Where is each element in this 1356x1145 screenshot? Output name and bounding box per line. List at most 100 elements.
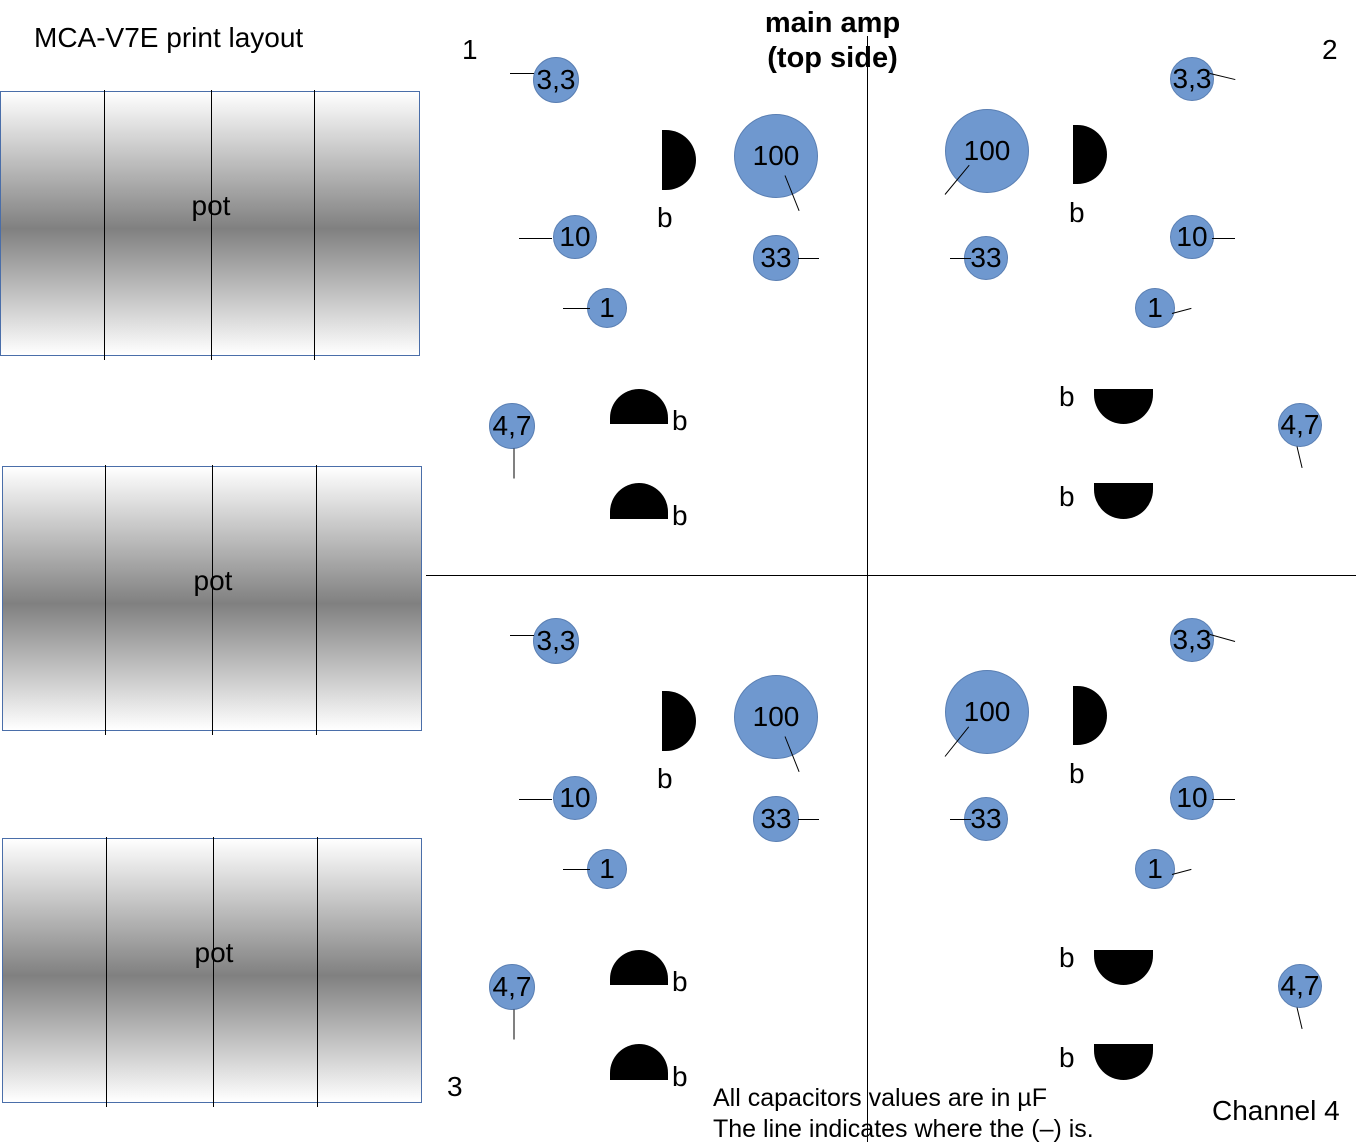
capacitor-value: 100 <box>963 696 1011 727</box>
pot-divider <box>317 837 318 1107</box>
channel-4-label: Channel 4 <box>1212 1095 1340 1126</box>
capacitor: 100 <box>734 675 818 759</box>
bridge-label: b <box>1059 1042 1075 1073</box>
capacitor-value: 33 <box>760 803 792 834</box>
bridge-label: b <box>1059 481 1075 512</box>
capacitor-note: All capacitors values are in µF The line… <box>713 1083 1094 1145</box>
vertical-axis <box>867 36 868 1142</box>
capacitor: 4,7 <box>1278 403 1322 447</box>
note-line-2: The line indicates where the (–) is. <box>713 1115 1094 1143</box>
capacitor-value: 3,3 <box>1172 624 1212 655</box>
channel-3-label: 3 <box>447 1071 463 1102</box>
bridge-label: b <box>657 202 673 233</box>
pot-2: pot <box>2 465 422 735</box>
polarity-mark <box>513 448 515 479</box>
bridge-label: b <box>1069 197 1085 228</box>
capacitor-value: 3,3 <box>536 625 576 656</box>
bridge-label: b <box>672 405 688 436</box>
polarity-mark <box>1212 238 1235 239</box>
polarity-mark <box>950 819 971 820</box>
pot-divider <box>314 90 315 360</box>
polarity-mark <box>1296 446 1303 468</box>
pot-divider <box>316 465 317 735</box>
capacitor: 100 <box>945 670 1029 754</box>
capacitor: 3,3 <box>533 618 579 664</box>
capacitor-value: 10 <box>1176 221 1208 252</box>
polarity-mark <box>563 869 590 870</box>
capacitor-value: 4,7 <box>492 971 532 1002</box>
bridge-pad <box>610 483 668 519</box>
capacitor: 33 <box>964 236 1008 280</box>
bridge-pad <box>1073 125 1107 184</box>
bridge-pad <box>1094 483 1153 519</box>
capacitor: 1 <box>1135 288 1175 328</box>
capacitor: 1 <box>1135 849 1175 889</box>
channel-1-label: 1 <box>462 34 478 65</box>
capacitor-value: 1 <box>1147 292 1163 323</box>
bridge-pad <box>1073 686 1107 745</box>
bridge-pad <box>610 389 668 424</box>
pot-1: pot <box>0 90 420 360</box>
capacitor-value: 1 <box>1147 853 1163 884</box>
bridge-pad <box>1094 1044 1153 1080</box>
pot-label: pot <box>194 937 234 968</box>
capacitor: 1 <box>587 849 627 889</box>
polarity-mark <box>519 238 552 239</box>
polarity-mark <box>798 258 819 259</box>
channel-2-label: 2 <box>1322 34 1338 65</box>
capacitor-value: 1 <box>599 853 615 884</box>
pot-divider <box>104 90 105 360</box>
pot-label: pot <box>193 565 233 596</box>
polarity-mark <box>510 635 534 636</box>
pot-3: pot <box>2 837 422 1107</box>
capacitor-value: 3,3 <box>536 64 576 95</box>
capacitor: 3,3 <box>1170 57 1214 101</box>
bridge-pad <box>662 691 696 751</box>
capacitor-value: 1 <box>599 292 615 323</box>
bridge-label: b <box>1059 942 1075 973</box>
bridge-label: b <box>1059 381 1075 412</box>
note-line-1: All capacitors values are in µF <box>713 1084 1047 1112</box>
capacitor-value: 100 <box>752 140 800 171</box>
polarity-mark <box>563 308 590 309</box>
pot-label: pot <box>191 190 231 221</box>
capacitor: 1 <box>587 288 627 328</box>
pot-divider <box>212 465 213 735</box>
bridge-pad <box>1094 950 1153 985</box>
polarity-mark <box>1212 799 1235 800</box>
capacitor: 4,7 <box>1278 964 1322 1008</box>
bridge-pad <box>610 1044 668 1080</box>
capacitor: 3,3 <box>1170 618 1214 662</box>
capacitor: 33 <box>753 235 799 281</box>
capacitor: 100 <box>734 114 818 198</box>
capacitor-value: 10 <box>1176 782 1208 813</box>
capacitor: 10 <box>1170 776 1214 820</box>
capacitor: 4,7 <box>489 964 535 1010</box>
capacitor-value: 4,7 <box>492 410 532 441</box>
capacitor: 10 <box>1170 215 1214 259</box>
capacitor-value: 100 <box>752 701 800 732</box>
pot-divider <box>213 837 214 1107</box>
capacitor-value: 4,7 <box>1280 409 1320 440</box>
bridge-label: b <box>1069 758 1085 789</box>
capacitor: 3,3 <box>533 57 579 103</box>
capacitor-value: 33 <box>970 803 1002 834</box>
capacitor: 33 <box>753 796 799 842</box>
polarity-mark <box>519 799 552 800</box>
capacitor: 4,7 <box>489 403 535 449</box>
polarity-mark <box>798 819 819 820</box>
bridge-label: b <box>657 763 673 794</box>
pot-divider <box>211 90 212 360</box>
polarity-mark <box>513 1009 515 1040</box>
bridge-label: b <box>672 500 688 531</box>
capacitor-value: 10 <box>559 782 591 813</box>
pot-divider <box>105 465 106 735</box>
bridge-label: b <box>672 1061 688 1092</box>
capacitor: 100 <box>945 109 1029 193</box>
capacitor-value: 10 <box>559 221 591 252</box>
pot-divider <box>106 837 107 1107</box>
polarity-mark <box>510 73 534 74</box>
horizontal-axis <box>426 575 1356 576</box>
capacitor: 10 <box>553 776 597 820</box>
bridge-label: b <box>672 966 688 997</box>
